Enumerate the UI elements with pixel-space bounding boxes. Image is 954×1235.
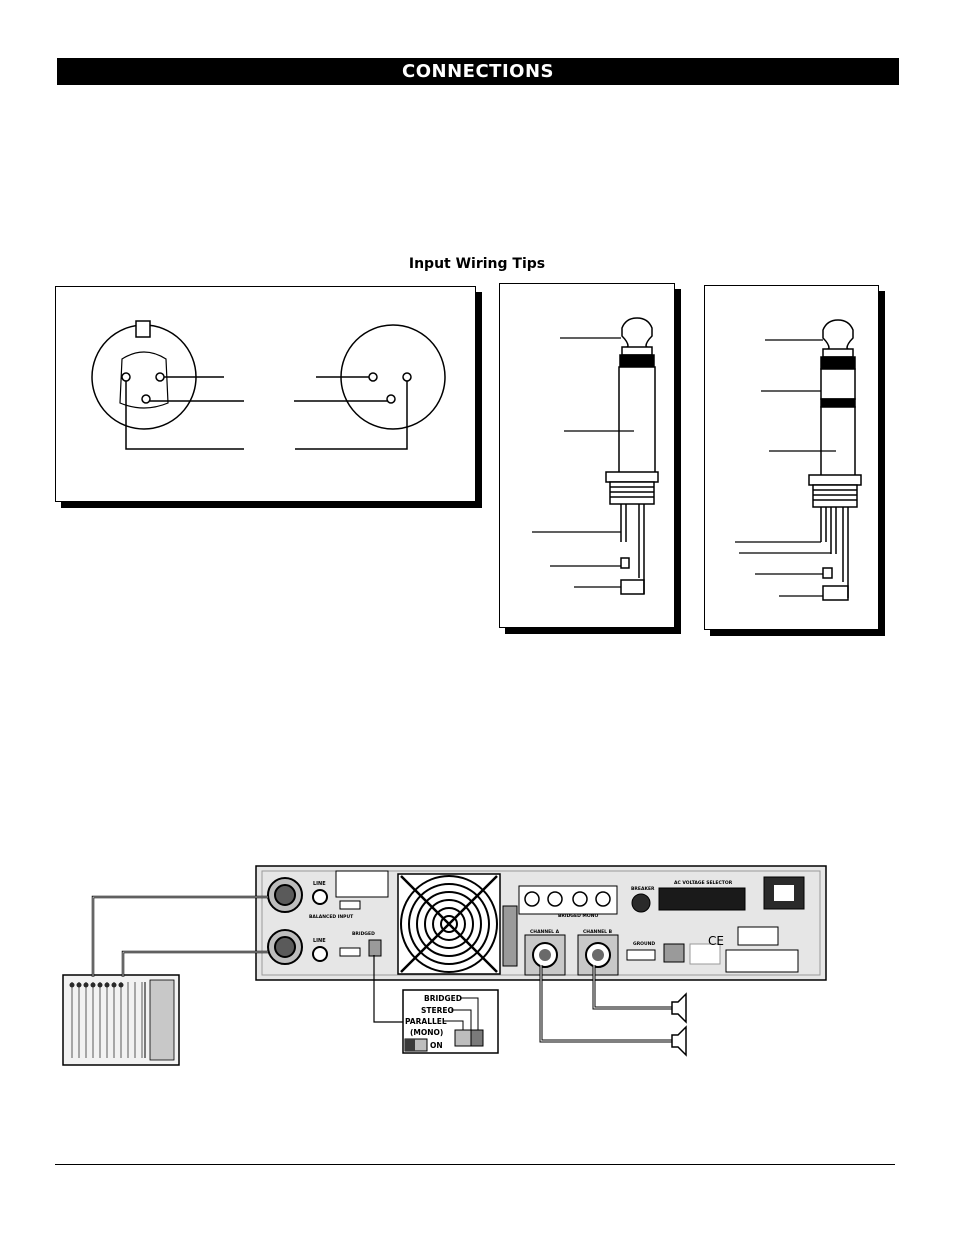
- brand-logo: [663, 943, 685, 963]
- trs-plug-panel: [704, 285, 879, 630]
- xlr-input-b: [267, 929, 303, 965]
- ce-mark: CE: [708, 934, 724, 948]
- breaker-button[interactable]: [631, 893, 651, 913]
- page-title: CONNECTIONS: [402, 61, 554, 82]
- ts-plug-diagram: [532, 317, 659, 595]
- callout-mono: (MONO): [410, 1028, 443, 1037]
- balanced-input-label: BALANCED INPUT: [309, 914, 354, 920]
- callout-parallel: PARALLEL: [405, 1017, 447, 1026]
- ground-label: GROUND: [633, 941, 655, 947]
- xlr-input-a: [267, 877, 303, 913]
- callout-on: ON: [430, 1041, 443, 1050]
- ts-plug-panel: [499, 283, 675, 628]
- line-label-b: LINE: [313, 938, 326, 944]
- xlr-female-connector: [91, 320, 244, 450]
- callout-stereo: STEREO: [421, 1006, 454, 1015]
- voltage-selector-label: AC VOLTAGE SELECTOR: [674, 880, 733, 886]
- fan-grille: [397, 873, 501, 975]
- input-wiring-title: Input Wiring Tips: [408, 256, 546, 272]
- xlr-connectors-panel: [55, 286, 476, 502]
- callout-bridged: BRIDGED: [424, 994, 462, 1003]
- xlr-male-connector: [294, 324, 446, 450]
- mixer: [62, 974, 180, 1066]
- channel-b-label: CHANNEL B: [583, 929, 613, 935]
- trs-plug-diagram: [735, 319, 862, 601]
- breaker-label: BREAKER: [631, 886, 655, 892]
- voltage-selector[interactable]: [658, 887, 746, 911]
- bridged-mono-label: BRIDGED MONO: [558, 913, 598, 919]
- speaker-icon: [671, 992, 687, 1057]
- line-jack-b: [312, 946, 328, 962]
- amplifier-rear-panel: LINE LINE BALANCED INPUT BRIDGED BRIDGED…: [255, 865, 827, 981]
- input-cables: [91, 895, 268, 977]
- small-bridged-label: BRIDGED: [352, 931, 375, 937]
- line-label-a: LINE: [313, 881, 326, 887]
- line-jack-a: [312, 889, 328, 905]
- xlr-diagram: [91, 320, 446, 450]
- channel-a-label: CHANNEL A: [530, 929, 560, 935]
- mode-switch-small[interactable]: [368, 939, 382, 957]
- section-header-bar: CONNECTIONS: [57, 58, 899, 85]
- mode-switch-callout: BRIDGED STEREO PARALLEL (MONO) ON: [402, 989, 499, 1054]
- footer-rule: [55, 1164, 895, 1165]
